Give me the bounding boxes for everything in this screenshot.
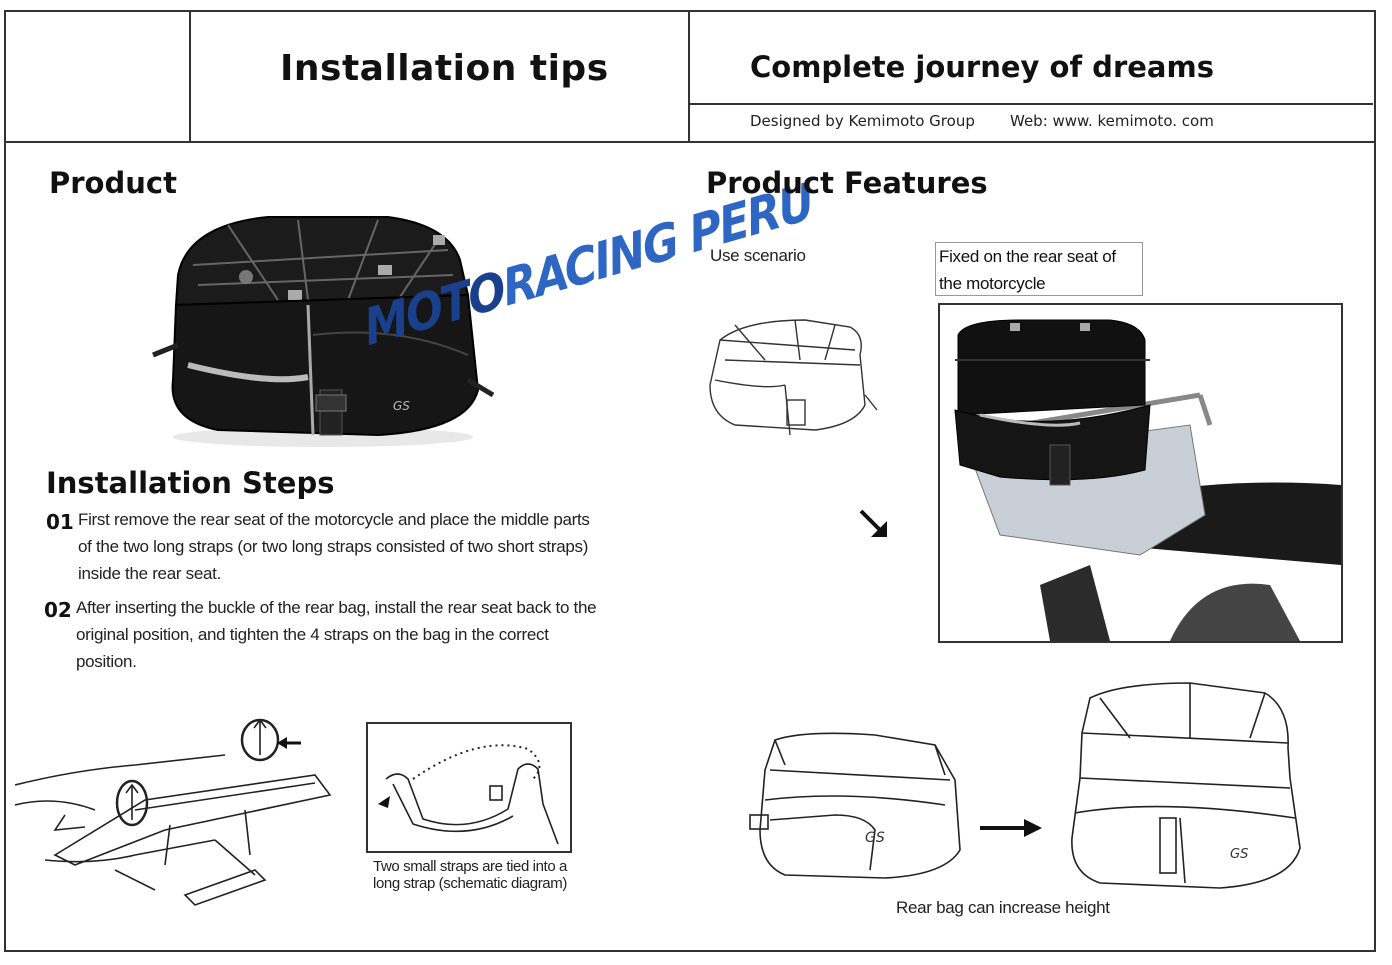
product-photo: GS	[152, 216, 495, 447]
page-title: Installation tips	[280, 48, 609, 89]
fixed-label-line-2: the motorcycle	[939, 274, 1046, 293]
svg-text:GS: GS	[393, 399, 410, 413]
bag-sketch-normal: GS	[749, 732, 961, 879]
use-scenario-label: Use scenario	[710, 246, 806, 265]
step-1-line-3: inside the rear seat.	[78, 564, 222, 583]
diagonal-arrow-icon	[859, 509, 887, 537]
svg-text:GS: GS	[865, 830, 885, 846]
step-1-line-2: of the two long straps (or two long stra…	[78, 537, 589, 556]
step-2-line-1: After inserting the buckle of the rear b…	[76, 598, 597, 617]
header-bottom-rule	[4, 141, 1374, 143]
header-divider-left	[189, 10, 191, 142]
bag-sketch-small	[709, 319, 878, 436]
header-inner-rule	[689, 103, 1373, 105]
strap-caption-line-1: Two small straps are tied into a	[373, 858, 567, 875]
right-arrow-icon	[980, 819, 1042, 837]
strap-schematic-box	[366, 722, 572, 853]
step-1-line-1: First remove the rear seat of the motorc…	[78, 510, 590, 529]
fixed-rear-seat-label: Fixed on the rear seat of the motorcycle	[935, 242, 1143, 296]
motorcycle-photo-drawing	[940, 305, 1341, 641]
step-2-number: 02	[44, 598, 72, 622]
strap-schematic-drawing	[378, 744, 559, 845]
installation-heading: Installation Steps	[46, 466, 335, 500]
step-2-line-2: original position, and tighten the 4 str…	[76, 625, 549, 644]
step-2-text: After inserting the buckle of the rear b…	[76, 594, 666, 675]
step-1-text: First remove the rear seat of the motorc…	[78, 506, 658, 587]
svg-text:GS: GS	[1230, 847, 1248, 862]
tagline: Complete journey of dreams	[750, 50, 1214, 84]
step-2-line-3: position.	[76, 652, 137, 671]
website: Web: www. kemimoto. com	[1010, 112, 1214, 130]
fixed-label-line-1: Fixed on the rear seat of	[939, 247, 1116, 266]
strap-caption-line-2: long strap (schematic diagram)	[373, 875, 567, 892]
strap-caption: Two small straps are tied into a long st…	[350, 858, 590, 892]
rack-diagram	[15, 718, 332, 906]
step-1-number: 01	[46, 510, 74, 534]
features-heading: Product Features	[706, 166, 988, 200]
motorcycle-photo	[938, 303, 1343, 643]
header-divider-right	[688, 10, 690, 142]
page-frame	[4, 10, 1376, 952]
designed-by: Designed by Kemimoto Group	[750, 112, 975, 130]
bag-sketch-expanded: GS	[1071, 682, 1301, 889]
product-heading: Product	[49, 166, 177, 200]
height-caption: Rear bag can increase height	[896, 898, 1110, 917]
